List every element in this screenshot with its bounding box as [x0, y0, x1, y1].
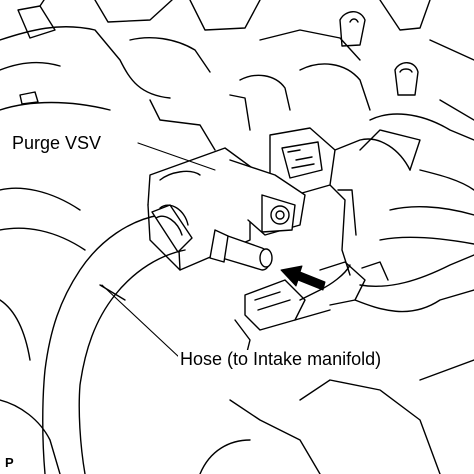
leader-line-hose: [101, 284, 181, 359]
label-purge-vsv: Purge VSV: [10, 133, 104, 153]
intake-hose: [42, 204, 193, 474]
leader-lines: [101, 142, 216, 359]
label-hose: Hose (to Intake manifold): [178, 349, 384, 369]
leader-line-vsv: [137, 142, 216, 171]
wire-connector-lower: [234, 254, 474, 361]
arrow-left-icon: [280, 265, 326, 291]
corner-mark: P: [5, 455, 14, 470]
